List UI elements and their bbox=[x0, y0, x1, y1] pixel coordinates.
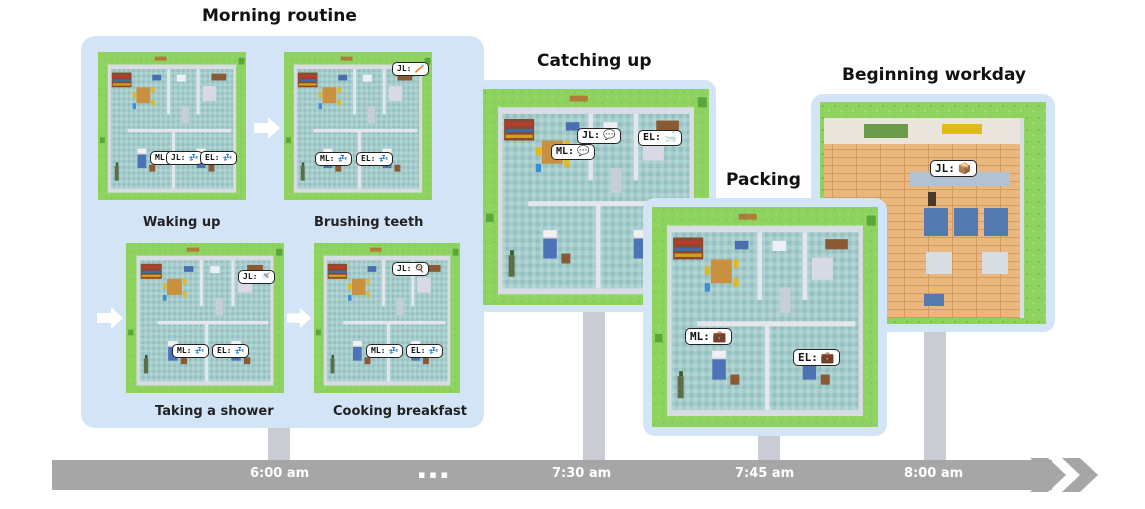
bubble-label: EL: bbox=[217, 346, 232, 355]
speech-bubble-jl: JL:🚿 bbox=[238, 270, 276, 284]
speech-bubble-jl: JL:🪥 bbox=[392, 62, 430, 76]
caption-taking-shower: Taking a shower bbox=[155, 404, 274, 419]
sleep-icon: 💤 bbox=[188, 153, 199, 162]
toothbrush-icon: 🪥 bbox=[414, 64, 425, 73]
bubble-label: JL: bbox=[397, 264, 412, 273]
sleep-icon: 💤 bbox=[234, 346, 245, 355]
bubble-label: ML: bbox=[155, 153, 170, 162]
scene-cooking-breakfast bbox=[314, 243, 460, 393]
bath-icon: 🛁 bbox=[664, 132, 677, 143]
bubble-label: ML: bbox=[690, 330, 710, 343]
chevron-right-icon bbox=[1030, 458, 1066, 492]
speech-bubble-el: EL:💼 bbox=[793, 349, 840, 367]
catching-up-title: Catching up bbox=[537, 51, 652, 71]
sleep-icon: 💤 bbox=[388, 346, 399, 355]
scene-packing bbox=[652, 207, 878, 427]
bubble-label: JL: bbox=[582, 130, 601, 141]
bubble-label: JL: bbox=[397, 64, 412, 73]
caption-brushing-teeth: Brushing teeth bbox=[314, 215, 424, 230]
connector-catching bbox=[583, 310, 605, 462]
morning-routine-title: Morning routine bbox=[202, 6, 357, 26]
connector-workday bbox=[924, 330, 946, 462]
connector-packing bbox=[758, 432, 780, 462]
box-icon: 📦 bbox=[957, 162, 972, 175]
time-label-600: 6:00 am bbox=[250, 466, 310, 481]
sleep-icon: 💤 bbox=[428, 346, 439, 355]
bubble-label: ML: bbox=[320, 154, 335, 163]
time-label-745: 7:45 am bbox=[735, 466, 795, 481]
speech-bubble-ml: ML:💤 bbox=[315, 152, 353, 166]
bubble-label: ML: bbox=[371, 346, 386, 355]
speech-bubble-jl: JL:🍳 bbox=[392, 262, 430, 276]
caption-cooking-breakfast: Cooking breakfast bbox=[333, 404, 467, 419]
time-ellipsis: ▪ ▪ ▪ bbox=[418, 468, 449, 481]
connector-morning bbox=[268, 428, 290, 462]
bubble-label: EL: bbox=[643, 132, 662, 143]
time-label-800: 8:00 am bbox=[904, 466, 964, 481]
timeline-bar bbox=[52, 460, 1052, 490]
chat-icon: 💬 bbox=[603, 130, 616, 141]
packing-title: Packing bbox=[726, 170, 801, 190]
speech-bubble-ml: ML:💤 bbox=[366, 344, 404, 358]
speech-bubble-ml: ML:💼 bbox=[685, 328, 732, 346]
speech-bubble-el: EL:💤 bbox=[212, 344, 250, 358]
bubble-label: JL: bbox=[935, 162, 955, 175]
speech-bubble-jl: JL:💤 bbox=[166, 151, 204, 165]
chat-icon: 💬 bbox=[577, 146, 590, 157]
scene-waking-up bbox=[98, 52, 246, 200]
caption-waking-up: Waking up bbox=[143, 215, 221, 230]
speech-bubble-ml: ML:💤 bbox=[172, 344, 210, 358]
shower-icon: 🚿 bbox=[260, 272, 271, 281]
arrow-right-icon bbox=[97, 307, 123, 329]
beginning-workday-title: Beginning workday bbox=[842, 65, 1026, 85]
speech-bubble-jl: JL:💬 bbox=[577, 128, 621, 144]
bubble-label: EL: bbox=[798, 351, 818, 364]
bubble-label: EL: bbox=[361, 154, 376, 163]
speech-bubble-el: EL:💤 bbox=[200, 151, 238, 165]
bubble-label: EL: bbox=[205, 153, 220, 162]
scene-taking-shower bbox=[126, 243, 284, 393]
arrow-right-icon bbox=[254, 117, 280, 139]
bubble-label: JL: bbox=[243, 272, 258, 281]
speech-bubble-jl: JL:📦 bbox=[930, 160, 977, 178]
speech-bubble-el: EL:💤 bbox=[356, 152, 394, 166]
bubble-label: EL: bbox=[411, 346, 426, 355]
briefcase-icon: 💼 bbox=[820, 351, 835, 364]
sleep-icon: 💤 bbox=[194, 346, 205, 355]
speech-bubble-ml: ML:💬 bbox=[551, 144, 595, 160]
chevron-right-icon bbox=[1062, 458, 1098, 492]
bubble-label: JL: bbox=[171, 153, 186, 162]
sleep-icon: 💤 bbox=[222, 153, 233, 162]
time-label-730: 7:30 am bbox=[552, 466, 612, 481]
briefcase-icon: 💼 bbox=[712, 330, 727, 343]
bubble-label: ML: bbox=[556, 146, 575, 157]
bubble-label: ML: bbox=[177, 346, 192, 355]
cooking-icon: 🍳 bbox=[414, 264, 425, 273]
sleep-icon: 💤 bbox=[378, 154, 389, 163]
speech-bubble-el: EL:💤 bbox=[406, 344, 444, 358]
arrow-right-icon bbox=[287, 307, 311, 329]
speech-bubble-el: EL:🛁 bbox=[638, 130, 682, 146]
sleep-icon: 💤 bbox=[337, 154, 348, 163]
